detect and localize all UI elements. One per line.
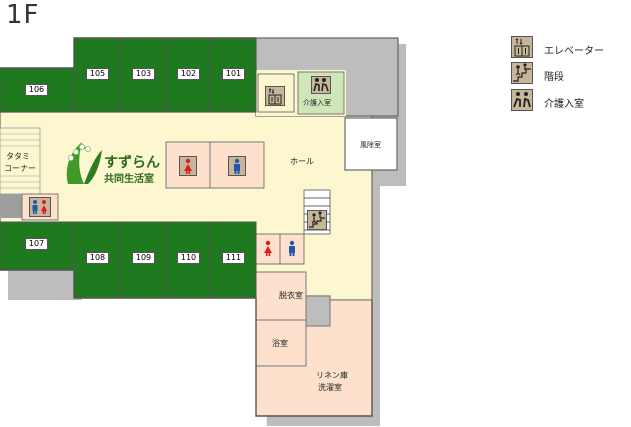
room-label-107: 107 (25, 238, 48, 250)
room-label-110: 110 (177, 252, 200, 264)
linen-label-1: リネン庫 (316, 371, 348, 380)
room-label-101: 101 (222, 68, 245, 80)
room-label-106: 106 (25, 84, 48, 96)
fire-escape-room (344, 117, 398, 171)
lily-logo (66, 142, 102, 184)
legend-care-room-label: 介護入室 (544, 99, 584, 110)
room-label-102: 102 (177, 68, 200, 80)
legend-elevator-label: エレベーター (544, 46, 604, 57)
fire-escape-label: 風除室 (360, 141, 381, 149)
room-label-105: 105 (86, 68, 109, 80)
room-label-108: 108 (86, 252, 109, 264)
room-label-111: 111 (222, 252, 245, 264)
female-toilet-icon (179, 156, 197, 176)
left-toilet-icon (29, 197, 51, 217)
floor-title: 1F (6, 0, 40, 30)
brand-name: すずらん (104, 155, 160, 171)
changing-room-label: 脱衣室 (279, 291, 303, 300)
care-room-icon (311, 76, 331, 94)
linen-label-2: 洗濯室 (318, 383, 342, 392)
bath-label: 浴室 (272, 339, 288, 348)
changing-room (255, 271, 307, 321)
legend-stairs-label: 階段 (544, 72, 564, 83)
elevator-icon (265, 86, 285, 106)
room-label-103: 103 (132, 68, 155, 80)
legend-stairs-icon (511, 62, 533, 84)
male-toilet-icon (228, 156, 246, 176)
stairs-icon (307, 210, 327, 230)
legend-elevator-icon (511, 36, 533, 58)
care-bath-label: 介護入室 (303, 99, 331, 107)
lower-female-toilet-icon (260, 238, 276, 258)
lower-male-toilet-icon (284, 238, 300, 258)
tatami-label-2: コーナー (4, 164, 36, 173)
hall-label: ホール (290, 157, 314, 166)
brand-subtitle: 共同生活室 (104, 174, 154, 185)
legend-care-room-icon (511, 89, 533, 111)
tatami-label-1: タタミ (6, 152, 30, 161)
tatami-corner (0, 127, 41, 195)
room-label-109: 109 (132, 252, 155, 264)
